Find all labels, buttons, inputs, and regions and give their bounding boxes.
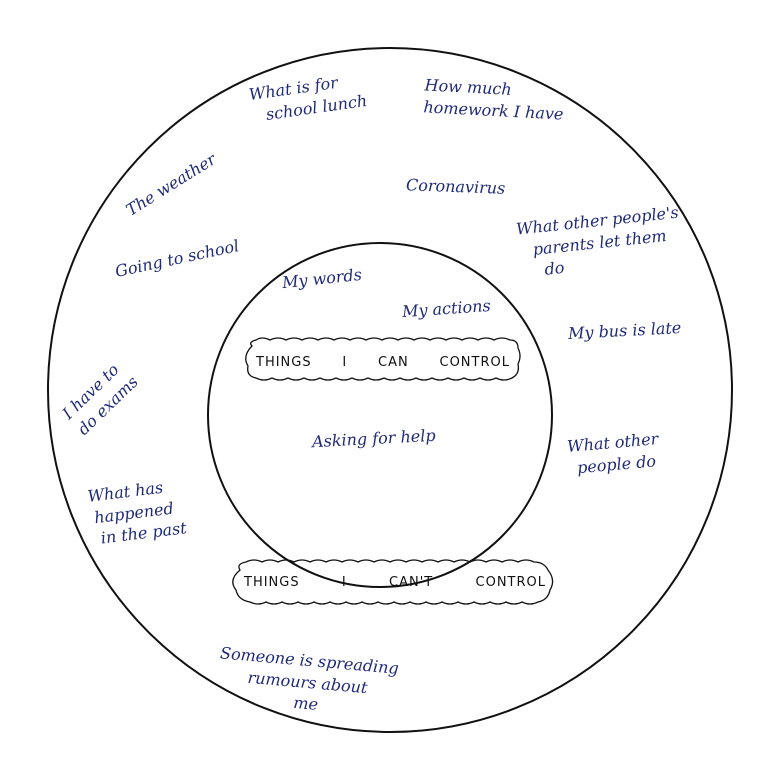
item-line: Coronavirus xyxy=(405,175,506,198)
can-control-cloud xyxy=(245,337,521,381)
inner-circle xyxy=(207,242,553,588)
can-control-word: CONTROL xyxy=(439,354,510,370)
cant-control-item: How much homework I have xyxy=(423,74,565,124)
cant-control-cloud xyxy=(232,559,554,605)
cant-control-word: I xyxy=(341,574,347,590)
cant-control-word: CONTROL xyxy=(475,574,546,590)
outer-circle xyxy=(47,47,733,733)
cant-control-label: THINGS I CAN'T CONTROL xyxy=(240,570,550,594)
can-control-word: CAN xyxy=(378,354,409,370)
can-control-word: I xyxy=(342,354,348,370)
can-control-label: THINGS I CAN CONTROL xyxy=(252,350,514,374)
cant-control-item: What has happened in the past xyxy=(86,475,188,551)
cant-control-word: THINGS xyxy=(244,574,300,590)
cant-control-word: CAN'T xyxy=(389,574,434,590)
cant-control-item: What other people do xyxy=(566,428,661,479)
can-control-word: THINGS xyxy=(256,354,312,370)
cant-control-item: Coronavirus xyxy=(406,174,506,199)
